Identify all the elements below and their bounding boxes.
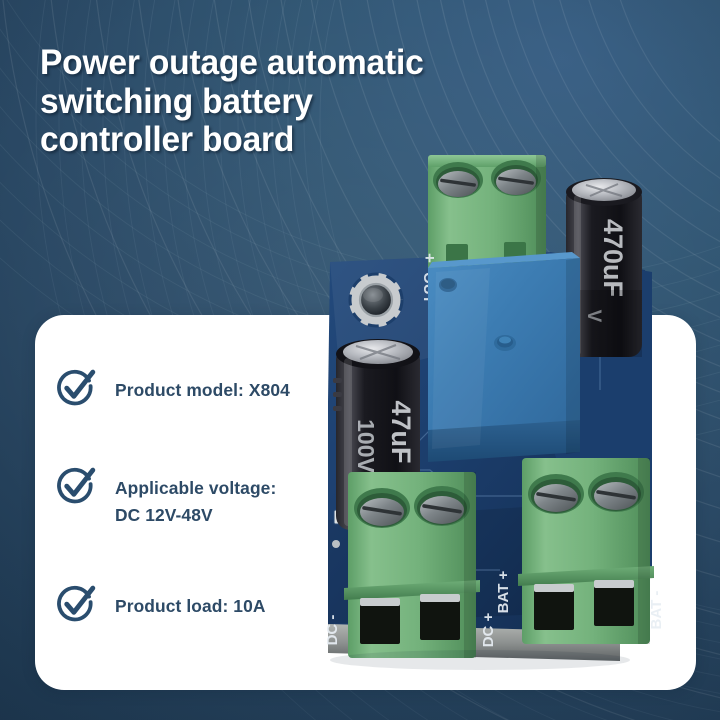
feature-item-product-model: Product model: X804 bbox=[55, 368, 290, 409]
svg-text:47uF: 47uF bbox=[386, 400, 416, 463]
feature-item-label: Product load: 10A bbox=[115, 596, 266, 616]
silkscreen-bottom-labels: DC - DC + BAT + BAT - bbox=[324, 570, 665, 647]
circle-check-icon bbox=[55, 584, 96, 625]
feature-item-label: Applicable voltage: DC 12V-48V bbox=[115, 478, 277, 525]
feature-item-applicable-voltage: Applicable voltage: DC 12V-48V bbox=[55, 466, 277, 529]
svg-text:BAT -: BAT - bbox=[648, 591, 665, 630]
terminal-block-dc bbox=[344, 472, 480, 658]
circle-check-icon bbox=[55, 368, 96, 409]
capacitor-right: 470uF V bbox=[566, 178, 642, 357]
feature-item-label: Product model: X804 bbox=[115, 380, 290, 400]
pcb-controller-board-photo: 470uF V 47uF 100V bbox=[300, 140, 720, 685]
svg-text:BAT +: BAT + bbox=[495, 570, 512, 613]
svg-text:+: + bbox=[420, 253, 439, 263]
relay bbox=[428, 252, 580, 462]
svg-text:DC -: DC - bbox=[324, 615, 341, 646]
terminal-block-bat bbox=[518, 458, 654, 644]
banner-title: Power outage automatic switching battery… bbox=[40, 42, 424, 159]
svg-text:470uF: 470uF bbox=[598, 219, 628, 297]
feature-item-product-load: Product load: 10A bbox=[55, 584, 266, 625]
terminal-block-top bbox=[428, 155, 546, 273]
svg-text:DC +: DC + bbox=[480, 612, 497, 647]
svg-text:100V: 100V bbox=[353, 419, 379, 473]
circle-check-icon bbox=[55, 466, 96, 507]
mounting-hole bbox=[348, 272, 404, 328]
svg-text:V: V bbox=[583, 310, 604, 323]
